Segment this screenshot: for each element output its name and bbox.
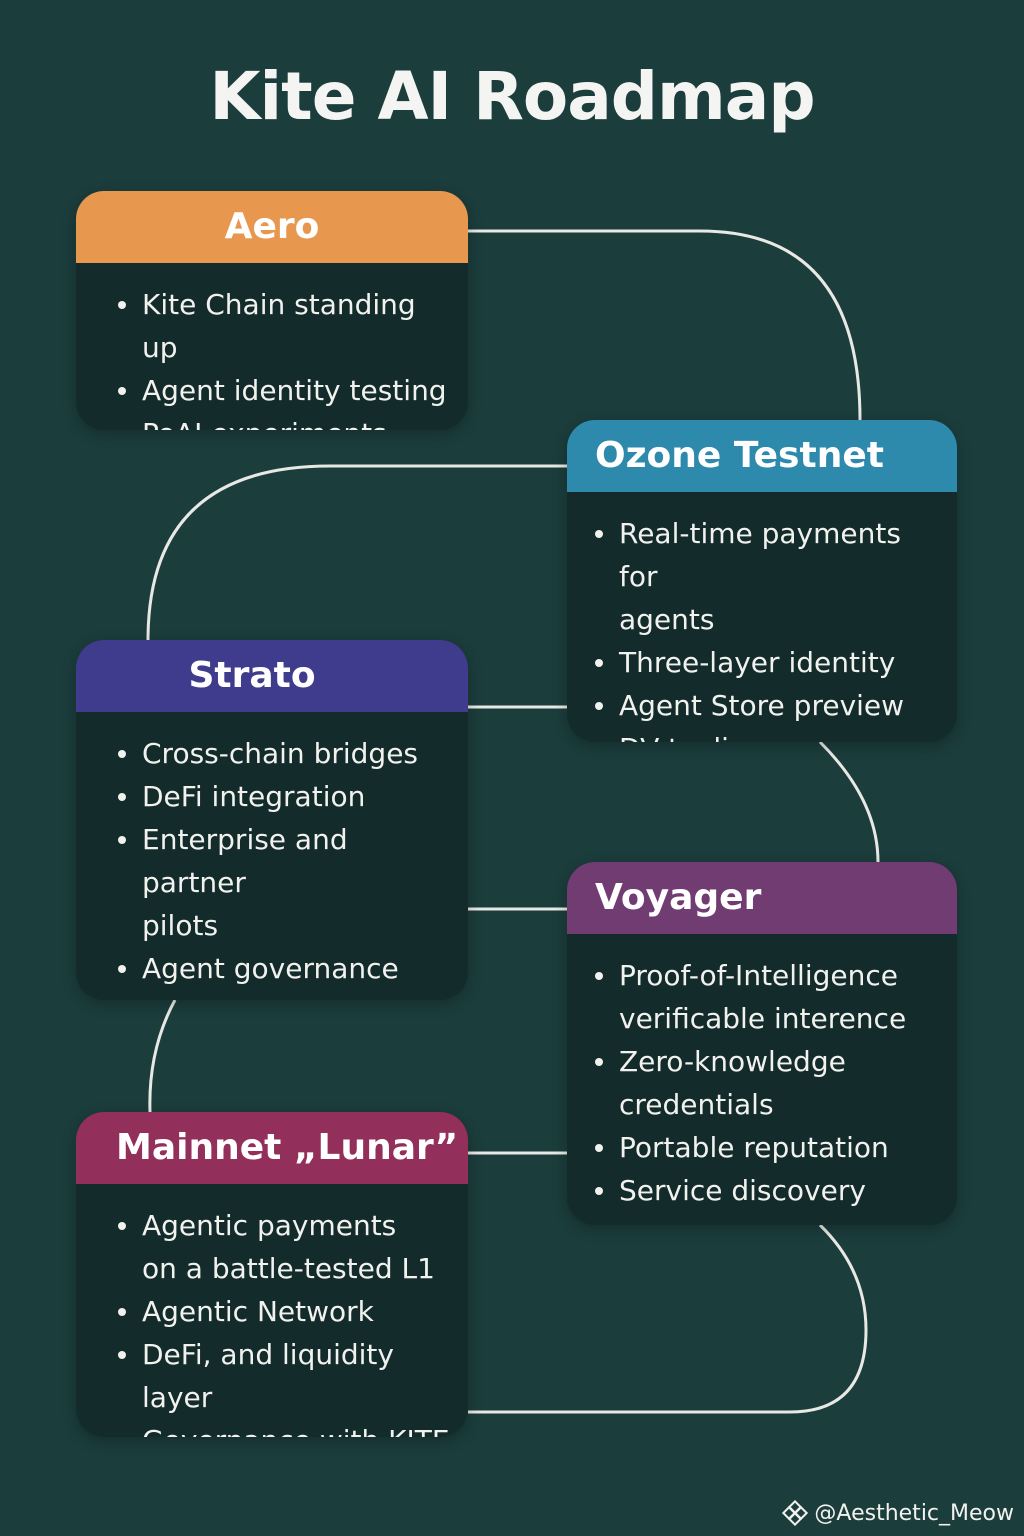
list-item: DeFi integration — [118, 775, 452, 818]
list-item: Three-layer identity — [595, 641, 941, 684]
connector-ozone-voyager — [818, 740, 880, 863]
list-item-line: verificable interence — [619, 1002, 907, 1035]
connector-aero-ozone — [468, 229, 862, 421]
stage-card-strato: Strato Cross-chain bridges DeFi integrat… — [76, 640, 468, 1000]
stage-title-mainnet-lunar: Mainnet „Lunar” — [76, 1112, 468, 1184]
list-item: DV tooling — [595, 727, 941, 742]
list-item: Real-time payments for agents — [595, 512, 941, 641]
list-item-line: Agentic payments — [142, 1209, 397, 1242]
stage-items-strato: Cross-chain bridges DeFi integration Ent… — [76, 712, 468, 1000]
list-item: Agentic Network — [118, 1290, 452, 1333]
stage-title-voyager: Voyager — [567, 862, 957, 934]
list-item-line: Enterprise and partner — [142, 823, 348, 899]
stage-items-aero: Kite Chain standing up Agent identity te… — [76, 263, 468, 430]
list-item: Enterprise and partner pilots — [118, 818, 452, 947]
binance-logo-icon — [782, 1500, 809, 1526]
connector-strato-mainnet — [148, 999, 177, 1113]
stage-items-mainnet-lunar: Agentic payments on a battle-tested L1 A… — [76, 1184, 468, 1437]
list-item: Kite Chain standing up — [118, 283, 452, 369]
stage-card-mainnet-lunar: Mainnet „Lunar” Agentic payments on a ba… — [76, 1112, 468, 1437]
list-item: Zero-knowledge credentials — [595, 1040, 941, 1126]
author-credit: @Aesthetic_Meow — [782, 1500, 1014, 1526]
stage-title-ozone-testnet: Ozone Testnet — [567, 420, 957, 492]
list-item-line: on a battle-tested L1 — [142, 1252, 435, 1285]
list-item: DeFi, and liquidity layer — [118, 1333, 452, 1419]
list-item: PoAI experiments — [118, 412, 452, 430]
list-item-line: pilots — [142, 909, 219, 942]
list-item: Agent Store preview — [595, 684, 941, 727]
list-item-line: Agent governance poli- — [142, 952, 399, 1000]
stage-items-voyager: Proof-of-Intelligence verificable intere… — [567, 934, 957, 1212]
stage-card-voyager: Voyager Proof-of-Intelligence verificabl… — [567, 862, 957, 1225]
list-item: Agent governance poli- cies — [118, 947, 452, 1000]
list-item: Agentic payments on a battle-tested L1 — [118, 1204, 452, 1290]
list-item: Portable reputation — [595, 1126, 941, 1169]
list-item-line: Zero-knowledge — [619, 1045, 846, 1078]
stage-title-aero: Aero — [76, 191, 468, 263]
list-item-line: agents — [619, 603, 715, 636]
connector-ozone-strato — [146, 464, 567, 641]
connector-voyager-mainnet — [468, 1223, 868, 1414]
stage-card-aero: Aero Kite Chain standing up Agent identi… — [76, 191, 468, 430]
list-item: Proof-of-Intelligence verificable intere… — [595, 954, 941, 1040]
stage-title-strato: Strato — [76, 640, 468, 712]
stage-card-ozone-testnet: Ozone Testnet Real-time payments for age… — [567, 420, 957, 742]
list-item-line: Real-time payments for — [619, 517, 901, 593]
credit-handle: @Aesthetic_Meow — [814, 1500, 1014, 1526]
list-item: Cross-chain bridges — [118, 732, 452, 775]
page-title: Kite AI Roadmap — [209, 58, 815, 135]
list-item: Agent identity testing — [118, 369, 452, 412]
stage-items-ozone-testnet: Real-time payments for agents Three-laye… — [567, 492, 957, 742]
list-item-line: credentials — [619, 1088, 774, 1121]
list-item: Service discovery — [595, 1169, 941, 1212]
list-item-line: Proof-of-Intelligence — [619, 959, 898, 992]
list-item: Governance with KITE — [118, 1419, 452, 1437]
